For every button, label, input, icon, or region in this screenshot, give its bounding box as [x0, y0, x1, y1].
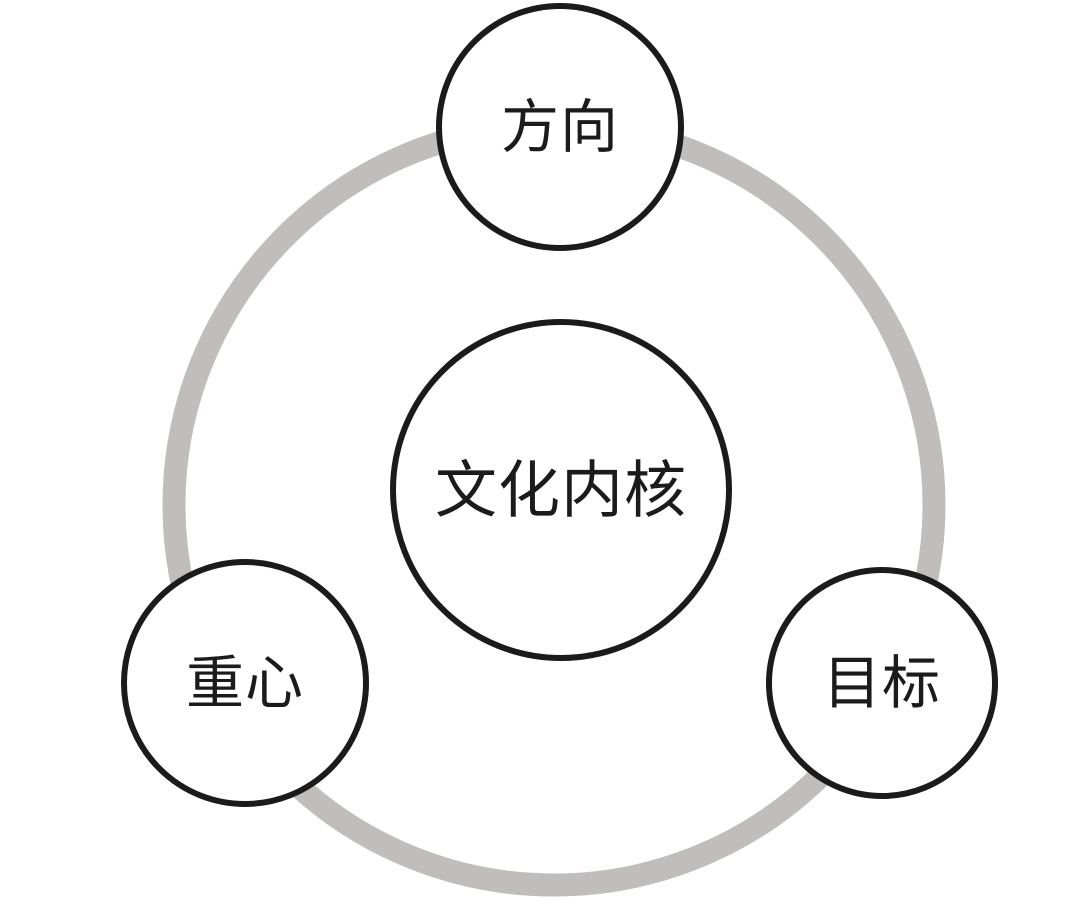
- goal-node-label: 目标: [823, 649, 941, 717]
- center-node-circle: [390, 319, 732, 661]
- node-culture-core[interactable]: 文化内核: [390, 319, 732, 661]
- goal-node-circle: [766, 567, 998, 799]
- direction-node-circle: [436, 3, 684, 251]
- direction-node-label: 方向: [501, 93, 619, 161]
- center-node-label: 文化内核: [435, 454, 687, 527]
- focus-node-label: 重心: [186, 649, 304, 717]
- focus-node-circle: [121, 559, 369, 807]
- node-focus[interactable]: 重心: [121, 559, 369, 807]
- node-goal[interactable]: 目标: [766, 567, 998, 799]
- node-direction[interactable]: 方向: [436, 3, 684, 251]
